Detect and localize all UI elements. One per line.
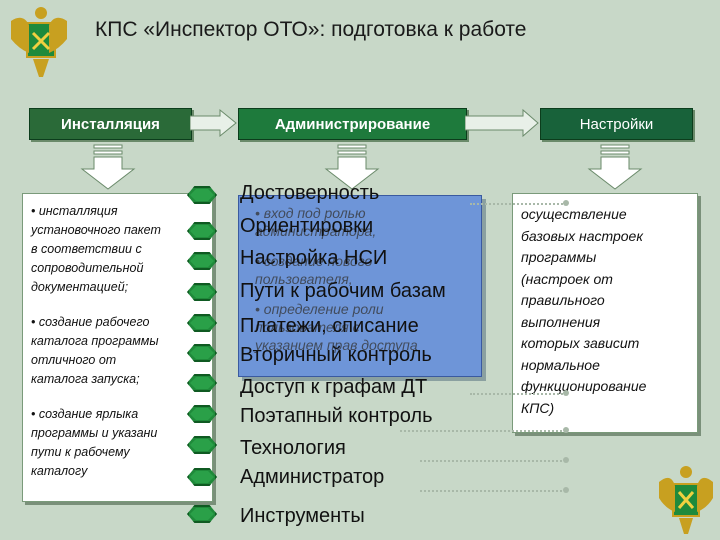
- menu-item-payments[interactable]: Платежи, списание: [240, 315, 419, 337]
- arrow-down-icon: [587, 144, 643, 190]
- hexagon-button-icon[interactable]: [187, 405, 217, 423]
- menu-item-nsi[interactable]: Настройка НСИ: [240, 247, 388, 269]
- menu-item-administrator[interactable]: Администратор: [240, 466, 385, 488]
- header-install: Инсталляция: [29, 108, 192, 140]
- arrow-down-icon: [80, 144, 136, 190]
- header-admin: Администрирование: [238, 108, 467, 140]
- connector-dot: [563, 457, 569, 463]
- settings-box: осуществление базовых настроек программы…: [512, 193, 698, 433]
- admin-item: • вход под ролью администратора,: [255, 205, 377, 239]
- connector-line: [470, 393, 566, 395]
- hexagon-button-icon[interactable]: [187, 283, 217, 301]
- arrow-right-icon: [190, 108, 237, 138]
- emblem-icon: [659, 466, 713, 534]
- admin-item: • создание нового пользователя,: [255, 253, 373, 287]
- hexagon-button-icon[interactable]: [187, 314, 217, 332]
- menu-item-tools[interactable]: Инструменты: [240, 505, 365, 527]
- menu-item-secondary-control[interactable]: Вторичный контроль: [240, 344, 432, 366]
- menu-item-paths[interactable]: Пути к рабочим базам: [240, 280, 446, 302]
- install-item: • создание рабочего каталога программы о…: [31, 315, 159, 386]
- connector-dot: [563, 390, 569, 396]
- install-box: • инсталляция установочного пакет в соот…: [22, 193, 213, 502]
- hexagon-button-icon[interactable]: [187, 186, 217, 204]
- hexagon-button-icon[interactable]: [187, 468, 217, 486]
- menu-item-technology[interactable]: Технология: [240, 437, 346, 459]
- admin-item: • определение роли пользователя с указан…: [255, 301, 418, 353]
- connector-dot: [563, 200, 569, 206]
- hexagon-button-icon[interactable]: [187, 505, 217, 523]
- arrow-right-icon: [465, 108, 539, 138]
- header-settings: Настройки: [540, 108, 693, 140]
- connector-dot: [563, 427, 569, 433]
- menu-item-orientirovki[interactable]: Ориентировки: [240, 215, 374, 237]
- connector-dot: [563, 487, 569, 493]
- connector-line: [420, 460, 566, 462]
- arrow-down-icon: [324, 144, 380, 190]
- hexagon-button-icon[interactable]: [187, 374, 217, 392]
- connector-line: [400, 430, 566, 432]
- connector-line: [420, 490, 566, 492]
- hexagon-button-icon[interactable]: [187, 344, 217, 362]
- menu-item-dostovernost[interactable]: Достоверность: [240, 182, 380, 204]
- admin-box: • вход под ролью администратора, • созда…: [238, 195, 482, 377]
- install-item: • инсталляция установочного пакет в соот…: [31, 204, 161, 294]
- menu-item-access[interactable]: Доступ к графам ДТ: [240, 376, 428, 398]
- hexagon-button-icon[interactable]: [187, 436, 217, 454]
- page-title: КПС «Инспектор ОТО»: подготовка к работе: [95, 18, 527, 41]
- install-item: • создание ярлыка программы и указани пу…: [31, 407, 158, 478]
- emblem-icon: [11, 7, 67, 77]
- menu-item-stage-control[interactable]: Поэтапный контроль: [240, 405, 433, 427]
- hexagon-button-icon[interactable]: [187, 252, 217, 270]
- connector-line: [470, 203, 566, 205]
- hexagon-button-icon[interactable]: [187, 222, 217, 240]
